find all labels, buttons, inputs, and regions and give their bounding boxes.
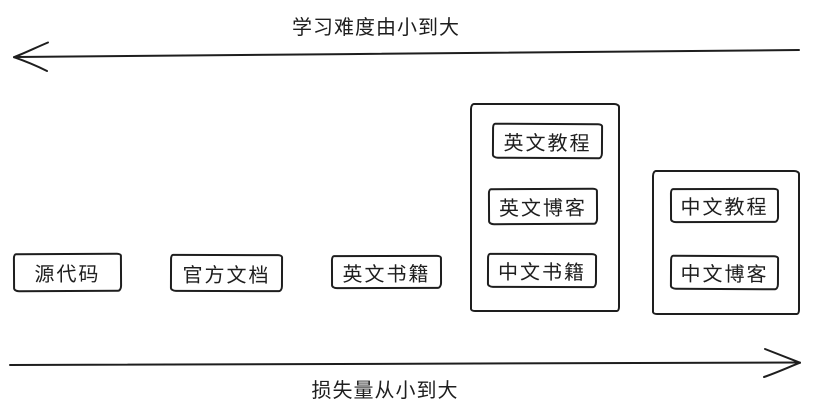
difficulty-axis-label: 学习难度由小到大 [292, 15, 460, 39]
english-blogs-box: 英文博客 [487, 187, 599, 226]
difficulty-axis-arrow-left-icon [13, 41, 800, 72]
source-code-box: 源代码 [12, 252, 123, 293]
english-resources-group: 英文教程 英文博客 中文书籍 [470, 103, 620, 312]
loss-axis-arrow-right-icon [9, 348, 801, 378]
english-books-box: 英文书籍 [330, 254, 443, 290]
english-tutorials-box: 英文教程 [491, 122, 604, 160]
chinese-books-box: 中文书籍 [486, 252, 598, 289]
chinese-resources-group: 中文教程 中文博客 [652, 170, 800, 315]
loss-axis-label: 损失量从小到大 [311, 378, 459, 402]
chinese-blogs-box: 中文博客 [669, 254, 780, 291]
official-docs-box: 官方文档 [169, 253, 284, 293]
chinese-tutorials-box: 中文教程 [669, 187, 780, 224]
